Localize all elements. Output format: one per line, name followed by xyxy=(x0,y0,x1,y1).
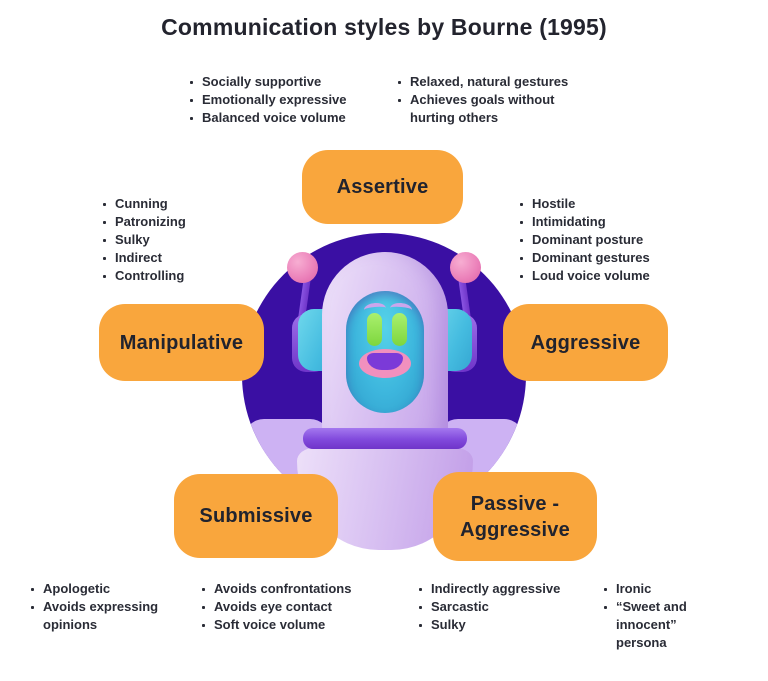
bullet-dot xyxy=(202,606,205,609)
bullet-item: Avoids eye contact xyxy=(202,598,374,616)
bullet-item: Ironic xyxy=(604,580,730,598)
robot-belt xyxy=(303,428,467,449)
bullet-item: Intimidating xyxy=(520,213,680,231)
bullet-item: Patronizing xyxy=(103,213,255,231)
trait-text: Avoids confrontations xyxy=(214,581,352,596)
bullet-dot xyxy=(419,588,422,591)
trait-text: Hostile xyxy=(532,196,576,211)
bullet-item: Dominant posture xyxy=(520,231,680,249)
trait-text: Avoids eye contact xyxy=(214,599,333,614)
bullet-item: Indirectly aggressive xyxy=(419,580,591,598)
bullet-item: Hostile xyxy=(520,195,680,213)
bullet-item: Avoids expressing opinions xyxy=(31,598,167,634)
aggressive-traits-list: Hostile Intimidating Dominant posture Do… xyxy=(520,195,680,285)
robot-antenna-ball-right xyxy=(450,252,481,283)
bullet-dot xyxy=(190,99,193,102)
trait-text: Intimidating xyxy=(532,214,606,229)
bullet-item: Relaxed, natural gestures xyxy=(398,73,576,91)
robot-eye-left xyxy=(367,313,382,346)
assertive-traits-list-left: Socially supportive Emotionally expressi… xyxy=(190,73,368,127)
robot-antenna-ball-left xyxy=(287,252,318,283)
trait-text: “Sweet and innocent” persona xyxy=(616,599,687,650)
bullet-dot xyxy=(202,624,205,627)
trait-text: Loud voice volume xyxy=(532,268,650,283)
bullet-dot xyxy=(520,275,523,278)
bullet-item: Sarcastic xyxy=(419,598,591,616)
style-label-submissive: Submissive xyxy=(174,474,338,558)
trait-text: Indirectly aggressive xyxy=(431,581,561,596)
bullet-item: Indirect xyxy=(103,249,255,267)
bullet-item: Apologetic xyxy=(31,580,167,598)
bullet-item: Balanced voice volume xyxy=(190,109,368,127)
bullet-item: Cunning xyxy=(103,195,255,213)
bullet-item: Dominant gestures xyxy=(520,249,680,267)
bullet-item: “Sweet and innocent” persona xyxy=(604,598,730,652)
bullet-dot xyxy=(520,221,523,224)
bullet-item: Socially supportive xyxy=(190,73,368,91)
bullet-dot xyxy=(190,117,193,120)
bullet-dot xyxy=(103,257,106,260)
bullet-item: Sulky xyxy=(419,616,591,634)
bullet-item: Sulky xyxy=(103,231,255,249)
style-label-manipulative: Manipulative xyxy=(99,304,264,381)
style-label-aggressive: Aggressive xyxy=(503,304,668,381)
bullet-dot xyxy=(520,257,523,260)
bullet-dot xyxy=(103,203,106,206)
trait-text: Indirect xyxy=(115,250,162,265)
bullet-dot xyxy=(202,588,205,591)
trait-text: Sulky xyxy=(431,617,466,632)
bullet-dot xyxy=(419,624,422,627)
bullet-dot xyxy=(419,606,422,609)
trait-text: Balanced voice volume xyxy=(202,110,346,125)
trait-text: Sulky xyxy=(115,232,150,247)
bullet-item: Avoids confrontations xyxy=(202,580,374,598)
trait-text: Soft voice volume xyxy=(214,617,326,632)
trait-text: Dominant gestures xyxy=(532,250,650,265)
bullet-dot xyxy=(604,606,607,609)
trait-text: Avoids expressing opinions xyxy=(43,599,159,632)
bullet-item: Emotionally expressive xyxy=(190,91,368,109)
robot-eye-right xyxy=(392,313,407,346)
trait-text: Socially supportive xyxy=(202,74,322,89)
trait-text: Ironic xyxy=(616,581,652,596)
bullet-item: Soft voice volume xyxy=(202,616,374,634)
bullet-item: Loud voice volume xyxy=(520,267,680,285)
style-label-assertive: Assertive xyxy=(302,150,463,224)
trait-text: Patronizing xyxy=(115,214,186,229)
trait-text: Cunning xyxy=(115,196,168,211)
trait-text: Emotionally expressive xyxy=(202,92,347,107)
bullet-item: Controlling xyxy=(103,267,255,285)
manipulative-traits-list: Cunning Patronizing Sulky Indirect Contr… xyxy=(103,195,255,285)
bullet-dot xyxy=(398,99,401,102)
bullet-dot xyxy=(520,239,523,242)
bullet-dot xyxy=(604,588,607,591)
bullet-dot xyxy=(103,275,106,278)
robot-mouth-inner xyxy=(367,353,403,370)
trait-text: Achieves goals without hurting others xyxy=(410,92,555,125)
trait-text: Apologetic xyxy=(43,581,111,596)
passive-aggressive-traits-list-right: Ironic “Sweet and innocent” persona xyxy=(604,580,730,652)
submissive-traits-list-right: Avoids confrontations Avoids eye contact… xyxy=(202,580,374,634)
trait-text: Controlling xyxy=(115,268,185,283)
style-label-passive-aggressive: Passive - Aggressive xyxy=(433,472,597,561)
submissive-traits-list-left: Apologetic Avoids expressing opinions xyxy=(31,580,167,634)
passive-aggressive-traits-list-left: Indirectly aggressive Sarcastic Sulky xyxy=(419,580,591,634)
trait-text: Relaxed, natural gestures xyxy=(410,74,569,89)
bullet-item: Achieves goals without hurting others xyxy=(398,91,576,127)
bullet-dot xyxy=(31,606,34,609)
assertive-traits-list-right: Relaxed, natural gestures Achieves goals… xyxy=(398,73,576,127)
bullet-dot xyxy=(103,221,106,224)
trait-text: Dominant posture xyxy=(532,232,644,247)
trait-text: Sarcastic xyxy=(431,599,489,614)
bullet-dot xyxy=(190,81,193,84)
page-title: Communication styles by Bourne (1995) xyxy=(161,14,607,40)
bullet-dot xyxy=(103,239,106,242)
bullet-dot xyxy=(520,203,523,206)
bullet-dot xyxy=(398,81,401,84)
bullet-dot xyxy=(31,588,34,591)
